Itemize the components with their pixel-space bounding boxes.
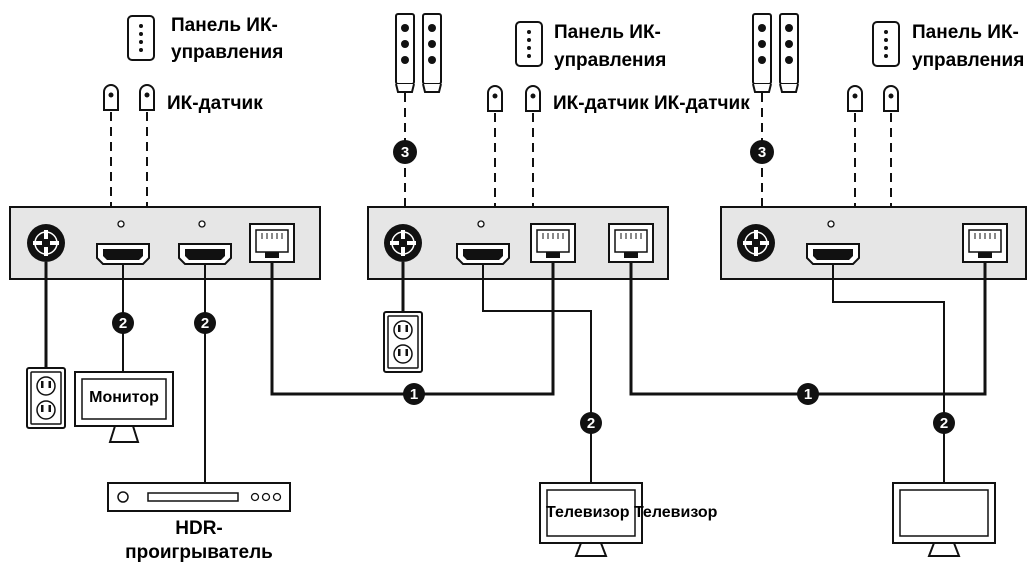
hdmi-cable — [832, 264, 945, 483]
hdmi-port-icon — [178, 243, 232, 265]
ir-panel-label-line2: управления — [912, 50, 1024, 71]
ethernet-port-icon — [249, 223, 295, 263]
lan-cable — [629, 262, 987, 396]
player-button-icon — [117, 491, 129, 503]
badge-2-text: 2 — [119, 315, 127, 332]
monitor-label: Монитор — [89, 389, 159, 406]
ir-remote-icon — [872, 21, 900, 67]
badge-2-text: 2 — [587, 415, 595, 432]
badge-1 — [403, 383, 425, 405]
player-disc-slot — [147, 492, 239, 502]
hdmi-port-icon — [96, 243, 150, 265]
ir-sensor-icon — [525, 85, 541, 112]
monitor-screen — [81, 378, 167, 420]
ir-panel-label-line1: Панель ИК- — [554, 22, 661, 43]
hdmi-cable — [482, 264, 592, 483]
badge-1 — [797, 383, 819, 405]
badge-3-text: 3 — [758, 144, 766, 161]
hdr-player-label-line1: HDR- — [175, 518, 223, 539]
power-outlet-icon — [26, 367, 66, 429]
ir-blaster-icon — [395, 13, 415, 93]
badge-1-text: 1 — [804, 386, 812, 403]
badge-2-text: 2 — [940, 415, 948, 432]
led-indicator-icon — [477, 220, 485, 228]
led-indicator-icon — [117, 220, 125, 228]
power-port-icon — [383, 223, 423, 263]
ir-remote-icon — [127, 15, 155, 61]
ir-blaster-icon — [779, 13, 799, 93]
badge-2 — [112, 312, 134, 334]
tv-label: Телевизор Телевизор — [546, 504, 718, 521]
ir-panel-label-line2: управления — [171, 42, 283, 63]
badge-1-text: 1 — [410, 386, 418, 403]
ir-sensor-label: ИК-датчик ИК-датчик — [553, 93, 750, 114]
tv-screen — [546, 489, 636, 537]
hdr-player-label-line2: проигрыватель — [125, 542, 273, 563]
ir-remote-icon — [515, 21, 543, 67]
ir-sensor-label: ИК-датчик — [167, 93, 263, 114]
hdmi-port-icon — [806, 243, 860, 265]
ethernet-port-icon — [530, 223, 576, 263]
power-port-icon — [26, 223, 66, 263]
ir-panel-label-line2: управления — [554, 50, 666, 71]
ir-sensor-icon — [487, 85, 503, 112]
power-port-icon — [736, 223, 776, 263]
ir-sensor-icon — [883, 85, 899, 112]
ethernet-port-icon — [608, 223, 654, 263]
player-button-icon — [261, 492, 271, 502]
badge-3-text: 3 — [401, 144, 409, 161]
ir-blaster-icon — [752, 13, 772, 93]
led-indicator-icon — [827, 220, 835, 228]
ir-sensor-icon — [139, 84, 155, 111]
badge-2 — [580, 412, 602, 434]
ethernet-port-icon — [962, 223, 1008, 263]
ir-sensor-icon — [103, 84, 119, 111]
badge-3 — [750, 140, 774, 164]
power-outlet-icon — [383, 311, 423, 373]
ir-sensor-icon — [847, 85, 863, 112]
player-button-icon — [272, 492, 282, 502]
display-stand — [927, 542, 961, 557]
badge-2 — [933, 412, 955, 434]
player-button-icon — [250, 492, 260, 502]
badge-2-text: 2 — [201, 315, 209, 332]
ir-panel-label-line1: Панель ИК- — [171, 15, 278, 36]
ir-blaster-icon — [422, 13, 442, 93]
monitor-stand — [108, 425, 140, 443]
hdmi-port-icon — [456, 243, 510, 265]
badge-3 — [393, 140, 417, 164]
led-indicator-icon — [198, 220, 206, 228]
ir-panel-label-line1: Панель ИК- — [912, 22, 1019, 43]
badge-2 — [194, 312, 216, 334]
display-screen — [899, 489, 989, 537]
tv-stand — [574, 542, 608, 557]
